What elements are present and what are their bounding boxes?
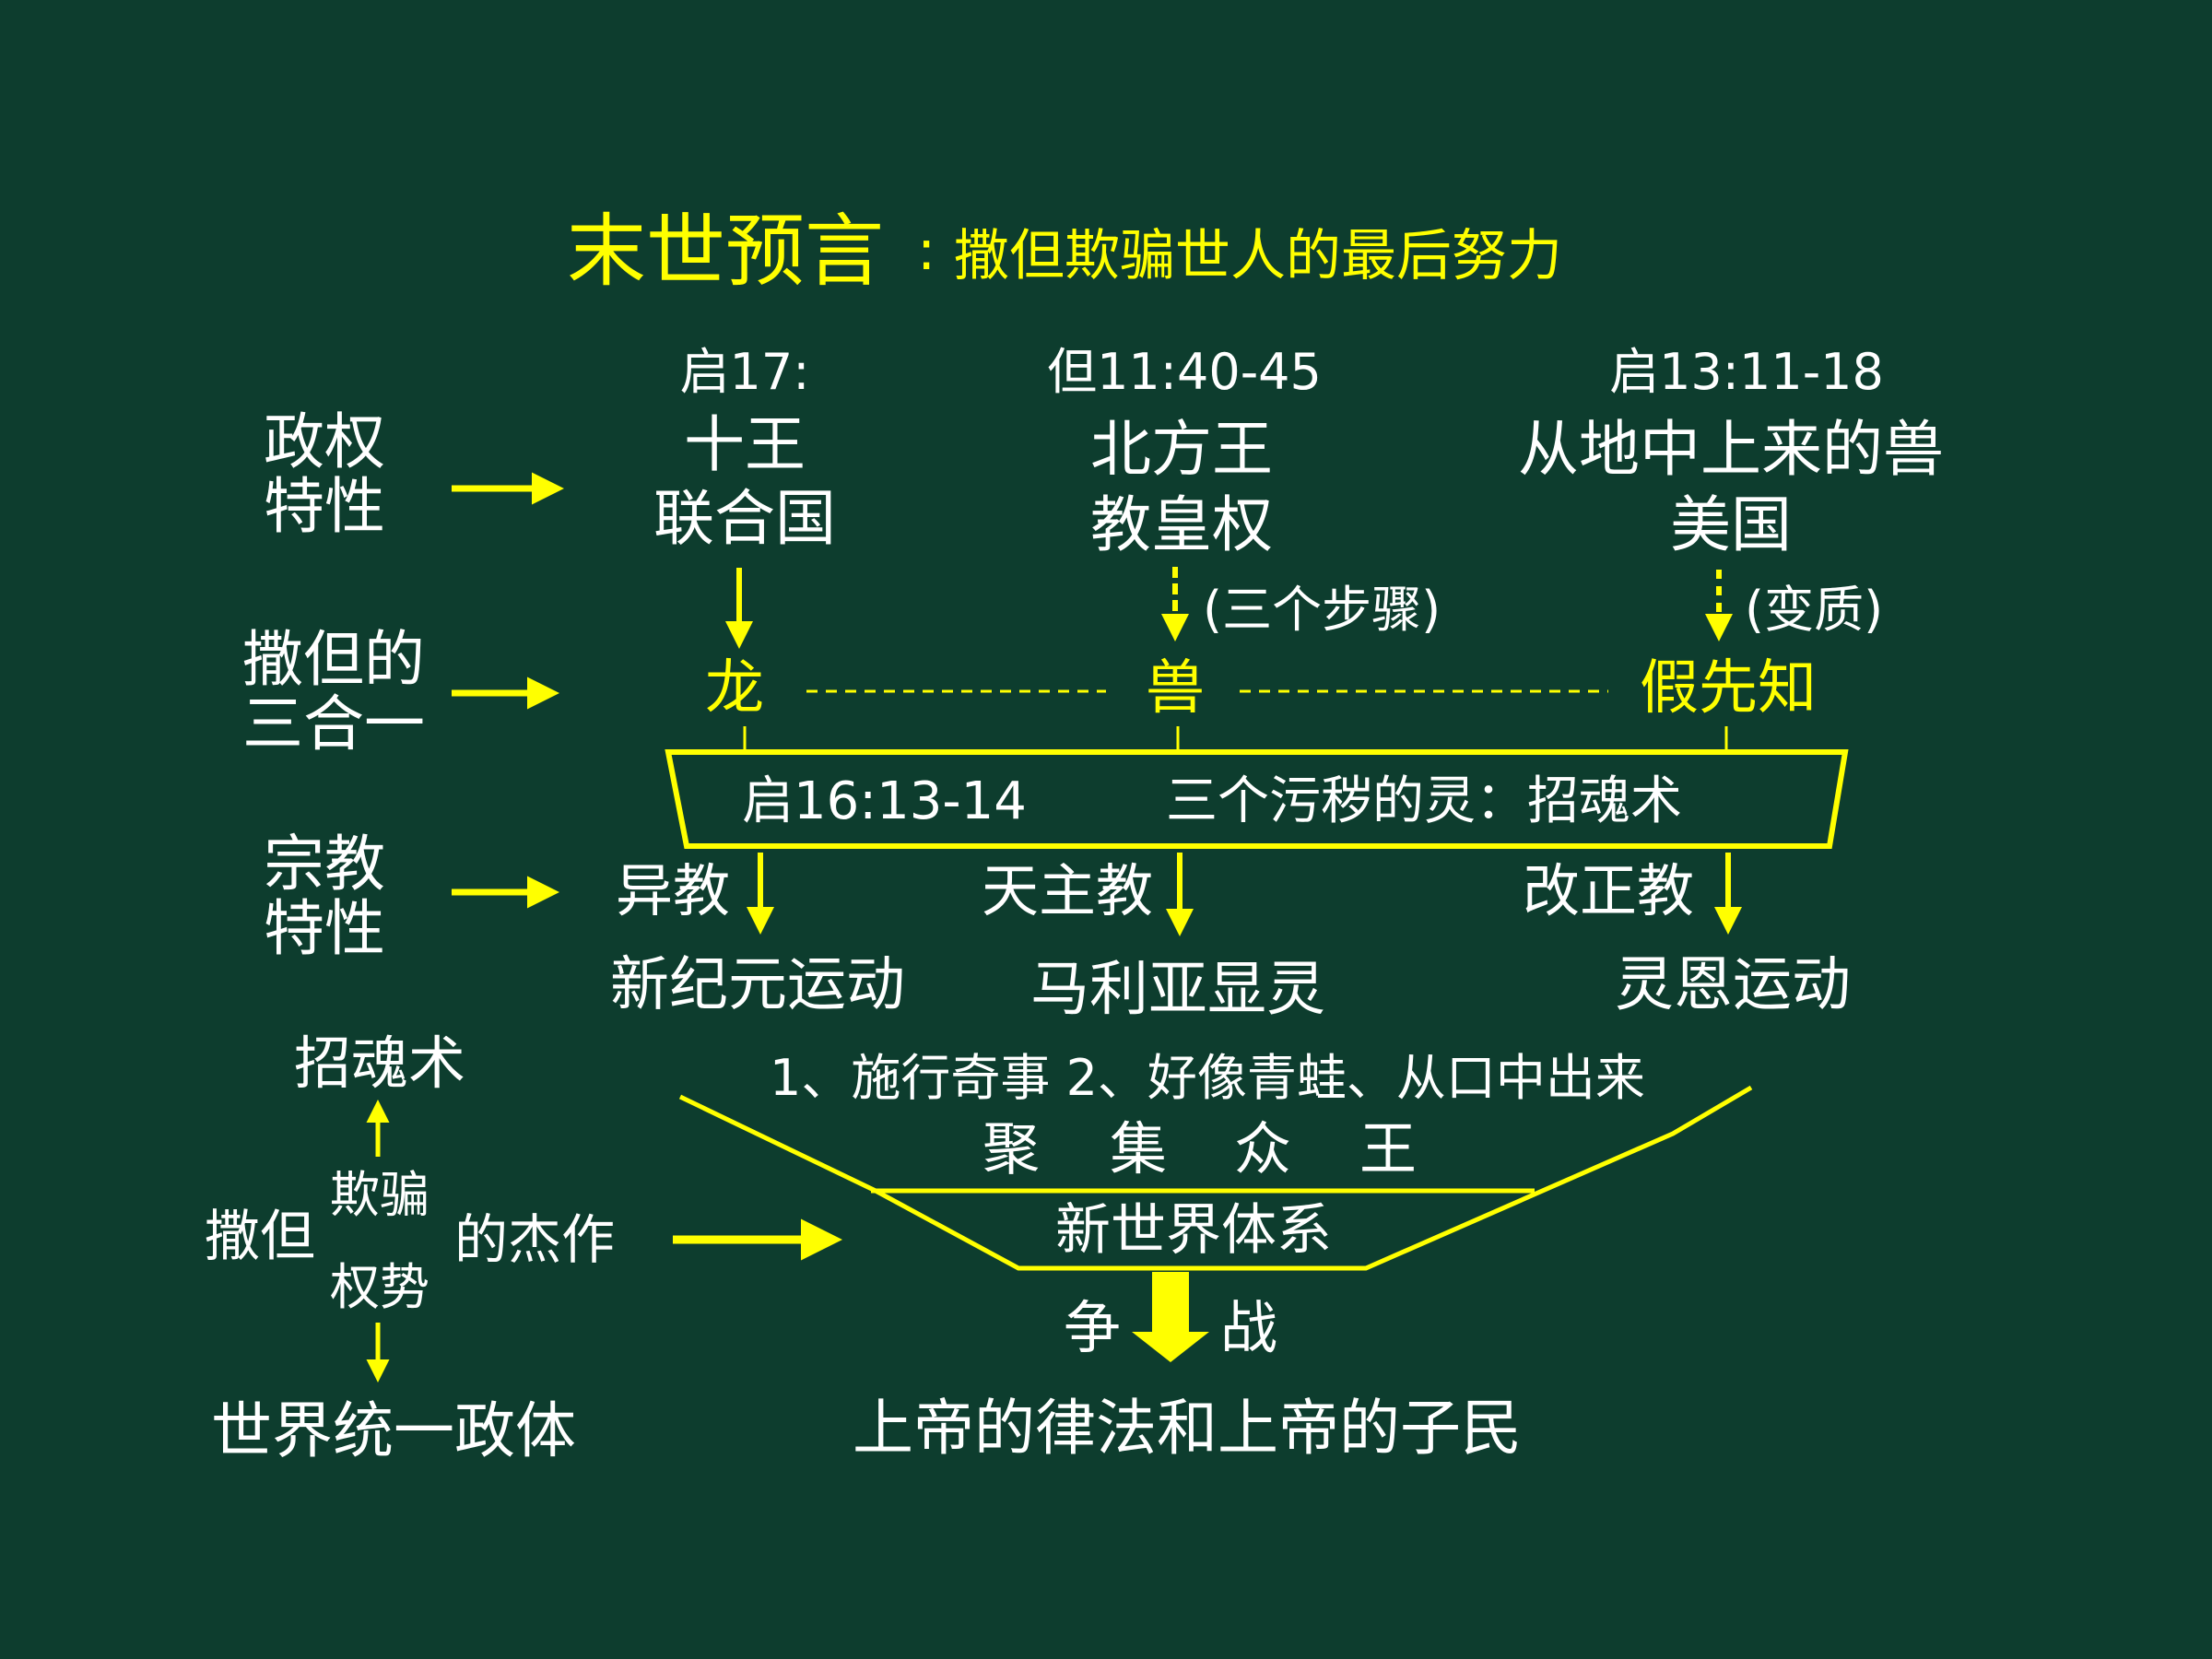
col3-entity: 美国 [1670,489,1792,560]
funnel-gather-1: 聚 [982,1115,1040,1182]
funnel-gather-2: 集 [1110,1115,1167,1182]
row-label-trinity-1: 撒但的 [242,624,425,695]
funnel-signs: 1、施行奇事 2、好像青蛙、从口中出来 [770,1049,1645,1107]
left-satan: 撒但 [205,1205,315,1269]
title-main: 末世预言 [567,206,884,298]
spirit-box-text: 三个污秽的灵：招魂术 [1166,771,1682,831]
col3-note: (变质) [1745,581,1883,639]
funnel-system: 新世界体系 [1055,1198,1332,1263]
movement-charismatic: 灵恩运动 [1615,951,1851,1019]
funnel-gather-3: 众 [1234,1115,1291,1182]
religion-pagan: 异教 [616,857,730,924]
col3-ref: 启13:11-18 [1609,343,1884,401]
title-subtitle: 撒但欺骗世人的最后努力 [954,224,1562,288]
col1-ref: 启17: [680,343,810,401]
left-masterpiece: 的杰作 [454,1208,615,1271]
row-label-religious-1: 宗教 [264,829,385,900]
spirit-box-ref: 启16:13-14 [742,771,1027,831]
movement-marian: 马利亚显灵 [1030,956,1325,1024]
col2-name: 北方王 [1090,414,1273,485]
trinity-dragon: 龙 [705,654,764,723]
trinity-beast: 兽 [1146,654,1205,723]
row-label-political-2: 特性 [264,471,385,542]
col3-name: 从地中上来的兽 [1518,414,1944,485]
row-label-religious-2: 特性 [264,893,385,964]
left-deceive: 欺骗 [330,1166,429,1224]
col2-note: (三个步骤) [1203,581,1441,639]
religion-protestant: 改正教 [1523,857,1694,924]
title-colon: : [917,218,935,283]
target-text: 上帝的律法和上帝的子民 [853,1393,1522,1464]
spirit-box [665,749,1849,849]
war-right: 战 [1220,1294,1277,1361]
movement-new-age: 新纪元运动 [610,951,905,1019]
left-power: 权势 [330,1258,429,1316]
col2-ref: 但11:40-45 [1047,343,1322,401]
row-label-political-1: 政权 [264,406,385,477]
war-left: 争 [1064,1294,1121,1361]
left-bottom-government: 世界统一政体 [211,1395,576,1466]
col1-entity: 联合国 [653,483,836,554]
col1-name: 十王 [684,409,806,480]
left-top-spiritism: 招魂术 [294,1030,465,1097]
funnel-gather-4: 王 [1359,1115,1417,1182]
funnel-outline [678,1085,1753,1271]
col2-entity: 教皇权 [1090,489,1273,560]
row-label-trinity-2: 三合一 [242,688,425,759]
religion-catholic: 天主教 [982,857,1153,924]
trinity-false-prophet: 假先知 [1640,654,1817,723]
war-arrow [1132,1272,1209,1362]
